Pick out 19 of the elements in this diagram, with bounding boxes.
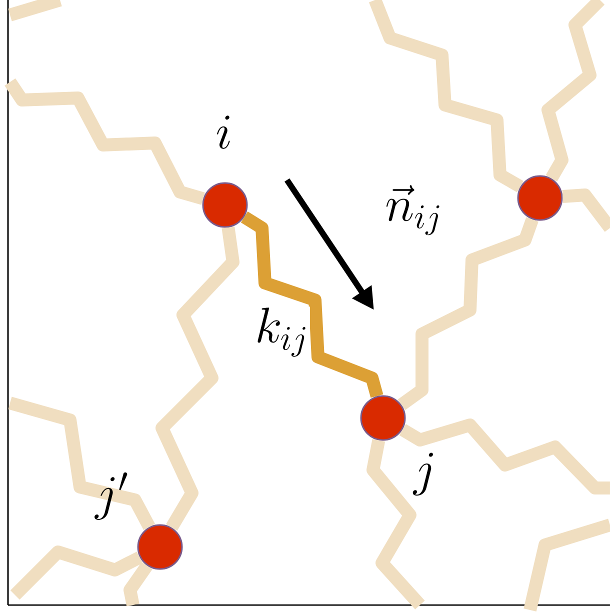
node-label: $i$: [217, 116, 230, 149]
crosslink-bead: [137, 524, 183, 570]
node-label: $j$: [412, 452, 433, 496]
crosslink-bead: [517, 175, 563, 221]
polymer-chain: [10, 546, 143, 600]
edge-label: $k_{ij}$: [258, 308, 306, 357]
polymer-chain: [542, 0, 605, 182]
polymer-chain: [368, 0, 524, 192]
vector-label: $\vec{n}_{ij}$: [386, 185, 440, 236]
polymer-chain: [399, 418, 610, 494]
polymer-chain: [124, 562, 152, 606]
polymer-chain: [156, 226, 240, 531]
polymer-chain: [240, 212, 384, 398]
polymer-chain: [398, 217, 538, 410]
node-label: $j'$: [94, 472, 128, 520]
crosslink-bead: [202, 182, 248, 228]
polymer-chain: [4, 78, 205, 205]
crosslink-bead: [360, 395, 406, 441]
polymer-chain: [562, 188, 610, 232]
